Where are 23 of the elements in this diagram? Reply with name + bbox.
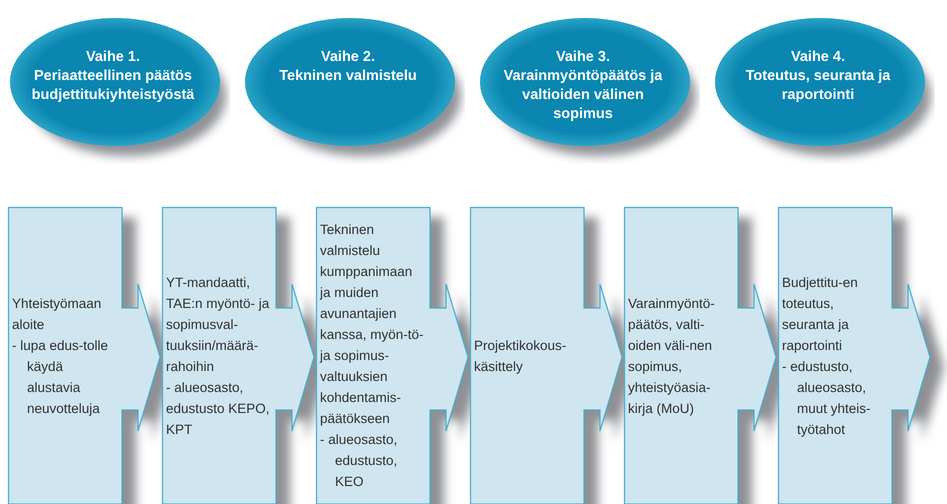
step-text: Budjettitu-en toteutus, seuranta ja raportointi [782, 274, 859, 355]
step-text: Yhteistyömaan aloite [12, 294, 102, 334]
step-arrow-box [624, 207, 778, 504]
phase-number: Vaihe 4. [790, 48, 845, 67]
step-text: Projektikokous-käsittely [474, 336, 568, 376]
bullet-item: - edustusto, alueosasto, muut yhteis-työtahot [782, 358, 872, 439]
bullet-item: - lupa edus-tolle käydä alustavia neuvotteluja [12, 336, 110, 418]
step-arrow-box [470, 207, 624, 504]
phase-number: Vaihe 2. [320, 48, 375, 67]
step-text: Tekninen valmistelu kumppanimaan ja muiden avunantajien kanssa, myön-tö- ja sopimus-valtuuksien kohdentamis-päätökseen [320, 221, 424, 428]
phase-title: Toteutus, seuranta ja raportointi [744, 67, 892, 105]
step-text: - alueosasto, edustusto KEPO, KPT [166, 378, 270, 438]
step-text: YT-mandaatti, TAE:n myöntö- ja sopimusval-tuuksiin/määrä-rahoihin [166, 274, 270, 376]
step-arrow-box [8, 207, 162, 504]
phase-number: Vaihe 3. [556, 48, 610, 67]
phase-title: Periaatteellinen päätös budjettitukiyhteistyöstä [30, 67, 196, 105]
phase-title: Varainmyöntöpäätös ja valtioiden välinen sopimus [502, 67, 664, 124]
bullet-item: - alueosasto, edustusto, KEO [320, 431, 398, 491]
step-text: Varainmyöntö-päätös, valti-oiden väli-nen sopimus, yhteistyöasia-kirja (MoU) [628, 294, 716, 418]
phase-number: Vaihe 1. [86, 48, 140, 67]
step-arrow-box [162, 207, 316, 504]
phase-title: Tekninen valmistelu [279, 67, 417, 86]
step-arrow-box [316, 207, 470, 504]
